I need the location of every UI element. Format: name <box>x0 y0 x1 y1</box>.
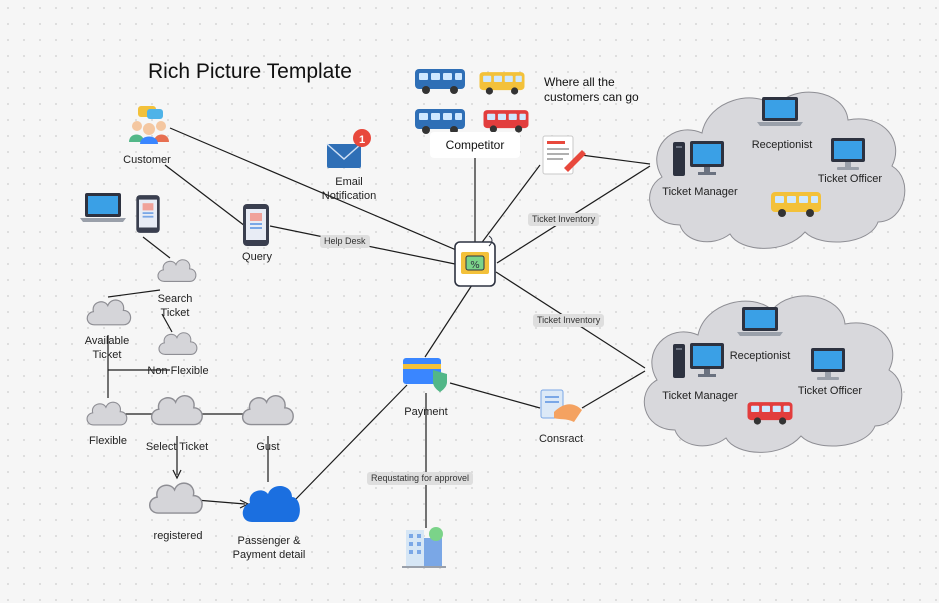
bottom-ticket-manager-label: Ticket Manager <box>662 390 738 402</box>
competitor-note-line-2: customers can go <box>544 90 639 104</box>
svg-text:%: % <box>470 260 480 271</box>
contract-document-icon <box>542 135 586 175</box>
mobile-phone-icon <box>136 195 160 233</box>
email-badge-count: 1 <box>359 134 365 146</box>
top-ticket-manager-label: Ticket Manager <box>662 186 738 198</box>
passenger-cloud-icon <box>242 486 300 522</box>
non-flexible-label: Non Flexible <box>147 365 209 377</box>
flexible-cloud <box>86 401 128 426</box>
select-ticket-label: Select Ticket <box>145 441 209 453</box>
help-desk-tag: Help Desk <box>320 235 370 248</box>
customer-group-icon <box>129 106 169 144</box>
email-label-line-1: Email <box>335 176 363 188</box>
approval-request-tag: Requstating for approvel <box>367 472 474 485</box>
available-ticket-cloud <box>86 299 132 326</box>
payment-label: Payment <box>404 406 448 418</box>
office-building-icon <box>402 527 446 568</box>
search-ticket-label: Search Ticket <box>148 292 202 320</box>
contract-label: Consract <box>538 433 584 445</box>
registered-label: registered <box>153 530 203 542</box>
non-flexible-cloud <box>158 332 198 355</box>
search-ticket-cloud <box>157 259 197 282</box>
competitor-label: Competitor <box>430 132 520 158</box>
email-label-line-2: Notification <box>321 190 377 202</box>
top-team-cloud <box>649 91 906 249</box>
gust-label: Gust <box>256 441 280 453</box>
diagram-title: Rich Picture Template <box>148 60 352 83</box>
competitor-note-line-1: Where all the <box>544 75 615 89</box>
query-phone-icon <box>243 204 269 246</box>
connectors <box>107 127 651 528</box>
passenger-label-line-1: Passenger & <box>237 535 301 547</box>
flexible-label: Flexible <box>89 435 127 447</box>
ticket-inventory-bottom-tag: Ticket Inventory <box>533 314 605 327</box>
handshake-contract-icon <box>540 389 582 422</box>
query-label: Query <box>242 251 272 263</box>
email-label: Email Notification <box>312 175 386 203</box>
search-ticket-line-2: Ticket <box>160 307 190 319</box>
competitor-note: Where all the customers can go <box>544 75 639 105</box>
gust-cloud <box>241 395 294 426</box>
passenger-label-line-2: Payment detail <box>232 549 306 561</box>
blue-bus-icon <box>415 109 465 134</box>
registered-cloud <box>148 482 203 514</box>
bottom-receptionist-label: Receptionist <box>729 350 791 362</box>
passenger-label: Passenger & Payment detail <box>222 534 316 562</box>
bottom-ticket-officer-label: Ticket Officer <box>797 385 863 397</box>
blue-coach-bus-icon <box>415 69 465 94</box>
email-notification-icon <box>326 129 371 168</box>
red-bus-icon <box>483 110 529 133</box>
bottom-team-cloud <box>643 295 903 453</box>
top-ticket-officer-label: Ticket Officer <box>817 173 883 185</box>
ticket-phone-icon[interactable]: % <box>454 235 496 287</box>
available-ticket-line-2: Ticket <box>92 349 122 361</box>
ticket-inventory-top-tag: Ticket Inventory <box>528 213 600 226</box>
search-ticket-line-1: Search <box>157 293 193 305</box>
available-ticket-label: Available Ticket <box>76 334 138 362</box>
top-receptionist-label: Receptionist <box>751 139 813 151</box>
laptop-icon <box>80 193 126 222</box>
available-ticket-line-1: Available <box>84 335 130 347</box>
payment-card-icon <box>403 358 447 392</box>
yellow-bus-icon <box>479 72 525 95</box>
customer-label: Customer <box>123 154 171 166</box>
select-ticket-cloud <box>150 395 203 426</box>
